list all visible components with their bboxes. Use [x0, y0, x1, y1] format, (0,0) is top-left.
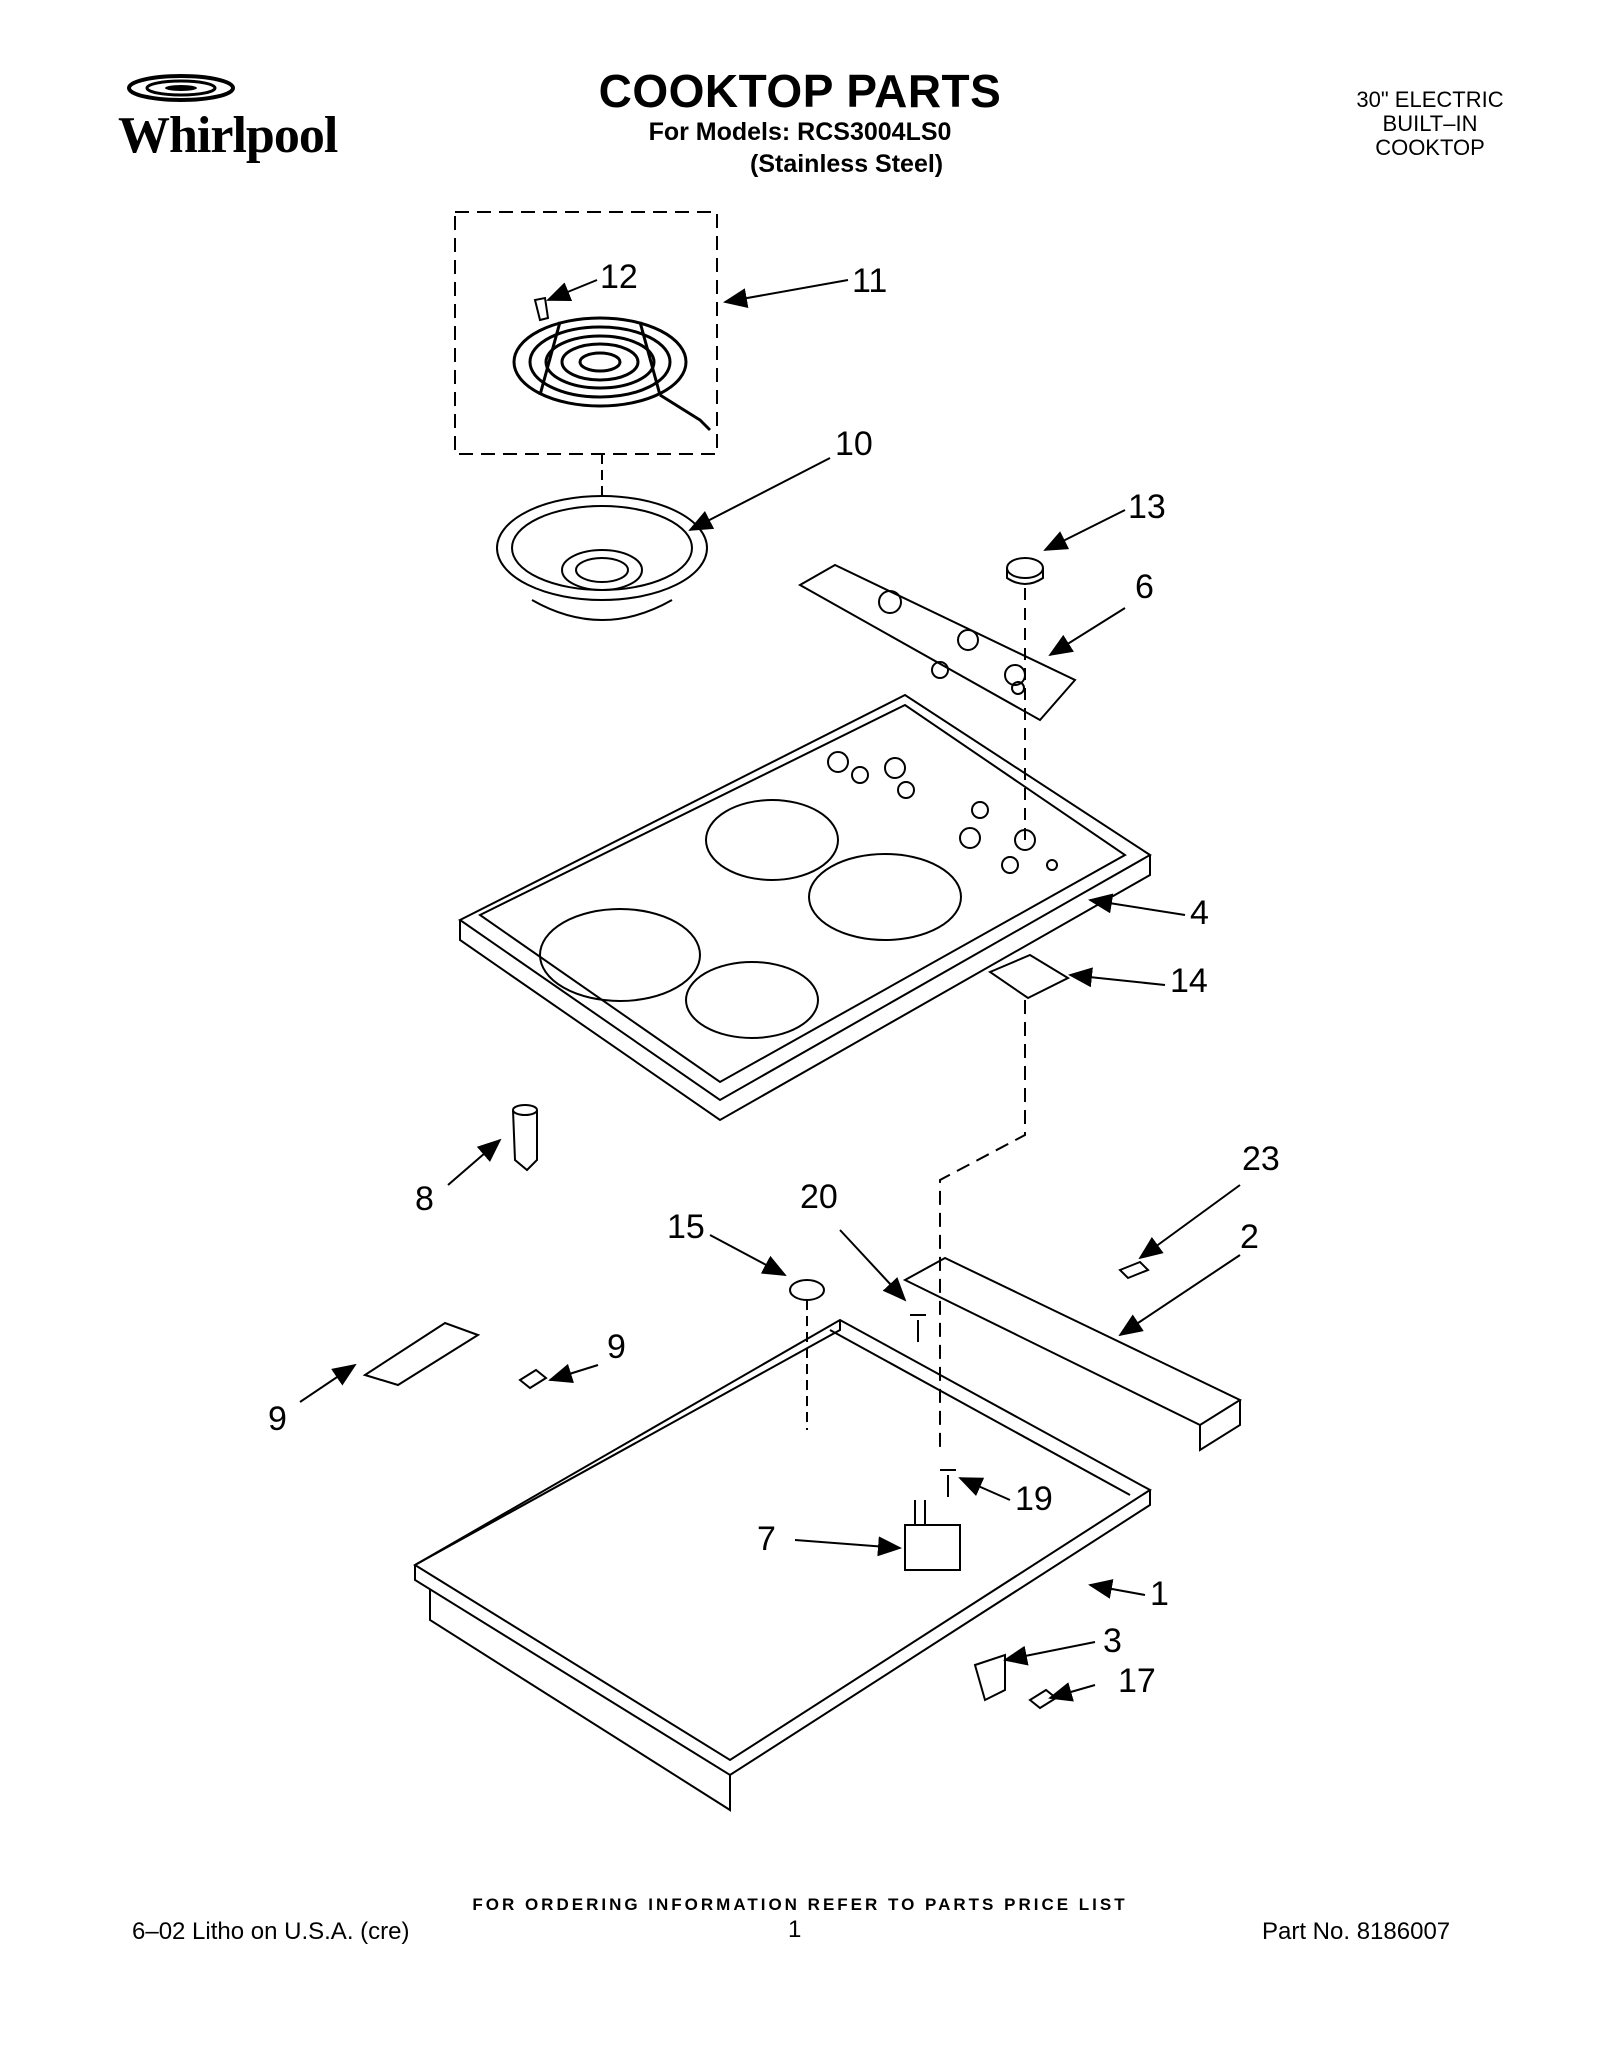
terminal-grommet: [789, 1279, 825, 1301]
litho-note: 6–02 Litho on U.S.A. (cre): [132, 1918, 410, 1945]
control-bracket: [902, 1256, 1243, 1452]
callout-1: 1: [1150, 1575, 1169, 1613]
callout-4: 4: [1190, 894, 1209, 932]
callout-10: 9: [607, 1328, 626, 1366]
element-clip: [533, 296, 550, 322]
callout-6: 6: [1135, 568, 1154, 606]
drip-bowl: [496, 495, 708, 621]
callout-8: 8: [415, 1180, 434, 1218]
part-number: Part No. 8186007: [1262, 1918, 1451, 1945]
burner-box: [413, 1318, 1152, 1812]
knob: [1006, 557, 1044, 585]
strip: [362, 1321, 481, 1387]
infinite-switch: [904, 1500, 961, 1571]
product-line: 30" ELECTRIC: [1356, 87, 1504, 112]
models-line: For Models: RCS3004LS0: [648, 118, 952, 146]
page-title-wrap: COOKTOP PARTS: [0, 64, 1600, 118]
callout-3: 3: [1103, 1622, 1122, 1660]
callout-11: 10: [835, 425, 873, 463]
main-top: [458, 693, 1152, 1122]
callout-9: 9: [268, 1400, 287, 1438]
ordering-note: FOR ORDERING INFORMATION REFER TO PARTS …: [472, 1895, 1128, 1914]
whirlpool-logo: Whirlpool: [118, 70, 378, 170]
callout-15: 14: [1170, 962, 1208, 1000]
callout-2: 2: [1240, 1218, 1259, 1256]
callout-22: 20: [800, 1178, 838, 1216]
page-title: COOKTOP PARTS: [598, 65, 1002, 117]
product-type: 30" ELECTRIC BUILT–IN COOKTOP: [1300, 88, 1560, 160]
product-line: COOKTOP: [1375, 135, 1485, 160]
finish-line: (Stainless Steel): [750, 150, 944, 178]
control-panel-overlay: [797, 563, 1077, 722]
callout-19: 17: [1118, 1662, 1156, 1700]
callout-7: 7: [757, 1520, 776, 1558]
brand-name: Whirlpool: [118, 107, 338, 164]
callout-13: 12: [600, 258, 638, 296]
product-line: BUILT–IN: [1382, 111, 1478, 136]
callout-23: 23: [1242, 1140, 1280, 1178]
callout-20: 19: [1015, 1480, 1053, 1518]
element-dashed-box: [454, 211, 718, 455]
insulation-pad: [987, 953, 1071, 1000]
corner-bracket: [973, 1653, 1006, 1702]
page-number: 1: [788, 1916, 802, 1943]
callout-14: 13: [1128, 488, 1166, 526]
indicator-light: [512, 1104, 538, 1172]
logo-swirl-icon: [127, 74, 235, 102]
callout-12: 11: [852, 262, 888, 300]
surface-element: [512, 316, 712, 432]
callout-leaders: [299, 279, 1241, 1702]
callout-17: 15: [667, 1208, 705, 1246]
